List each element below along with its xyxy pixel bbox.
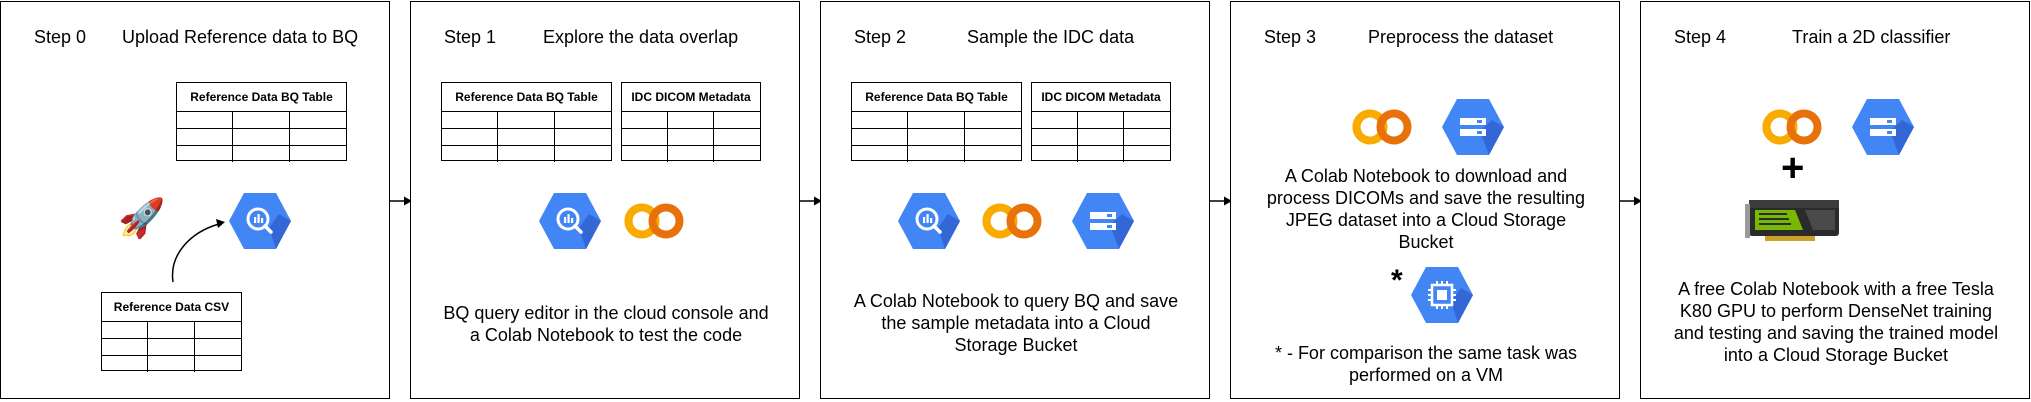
cloud-storage-icon <box>1852 99 1914 155</box>
table-header: Reference Data BQ Table <box>442 83 611 112</box>
reference-bq-table: Reference Data BQ Table <box>851 82 1022 162</box>
flow-arrow <box>390 196 412 206</box>
colab-icon <box>1762 109 1822 145</box>
table-header: Reference Data BQ Table <box>177 83 346 112</box>
rocket-icon: 🚀 <box>118 198 166 240</box>
step-label: Step 3 <box>1264 27 1317 47</box>
panel-step-2: Step 2 Sample the IDC data Reference Dat… <box>820 1 1210 399</box>
step-label: Step 2 <box>854 27 907 47</box>
panel-step-4: Step 4 Train a 2D classifier + A free Co… <box>1640 1 2030 399</box>
asterisk-marker: * <box>1391 264 1403 297</box>
table-header: IDC DICOM Metadata <box>1032 83 1170 112</box>
step-description: A free Colab Notebook with a free Tesla … <box>1673 279 1999 365</box>
step-label: Step 0 <box>34 27 87 47</box>
panel-title: Sample the IDC data <box>967 27 1135 47</box>
step-label: Step 4 <box>1674 27 1727 47</box>
colab-icon <box>624 203 684 239</box>
vm-comparison-note: * - For comparison the same task was per… <box>1274 343 1578 385</box>
step-description: BQ query editor in the cloud console and… <box>443 303 769 345</box>
compute-engine-icon <box>1411 267 1473 323</box>
idc-dicom-metadata-table: IDC DICOM Metadata <box>621 82 761 162</box>
flow-arrow <box>1210 196 1232 206</box>
colab-icon <box>1352 109 1412 145</box>
reference-csv-table: Reference Data CSV <box>101 292 242 372</box>
table-header: Reference Data BQ Table <box>852 83 1021 112</box>
flow-arrow <box>800 196 822 206</box>
step-description: A Colab Notebook to download and process… <box>1266 166 1586 252</box>
panel-step-3: Step 3 Preprocess the dataset A Colab No… <box>1230 1 1620 399</box>
gpu-card-icon <box>1745 200 1839 241</box>
panel-title: Preprocess the dataset <box>1368 27 1554 47</box>
bigquery-icon <box>229 193 291 249</box>
panel-step-1: Step 1 Explore the data overlap Referenc… <box>410 1 800 399</box>
panel-step-0: Step 0 Upload Reference data to BQ Refer… <box>0 1 390 399</box>
idc-dicom-metadata-table: IDC DICOM Metadata <box>1031 82 1171 162</box>
bigquery-icon <box>539 193 601 249</box>
panel-title: Train a 2D classifier <box>1792 27 1951 47</box>
plus-sign: + <box>1781 146 1805 190</box>
step-description: A Colab Notebook to query BQ and save th… <box>853 291 1179 355</box>
colab-icon <box>982 203 1042 239</box>
reference-bq-table: Reference Data BQ Table <box>441 82 612 162</box>
cloud-storage-icon <box>1072 193 1134 249</box>
reference-bq-table: Reference Data BQ Table <box>176 82 347 162</box>
bigquery-icon <box>898 193 960 249</box>
upload-arrow <box>171 219 225 283</box>
panel-title: Explore the data overlap <box>543 27 739 47</box>
cloud-storage-icon <box>1442 99 1504 155</box>
table-header: Reference Data CSV <box>102 293 241 322</box>
step-label: Step 1 <box>444 27 497 47</box>
table-header: IDC DICOM Metadata <box>622 83 760 112</box>
flow-arrow <box>1620 196 1642 206</box>
panel-title: Upload Reference data to BQ <box>122 27 359 47</box>
